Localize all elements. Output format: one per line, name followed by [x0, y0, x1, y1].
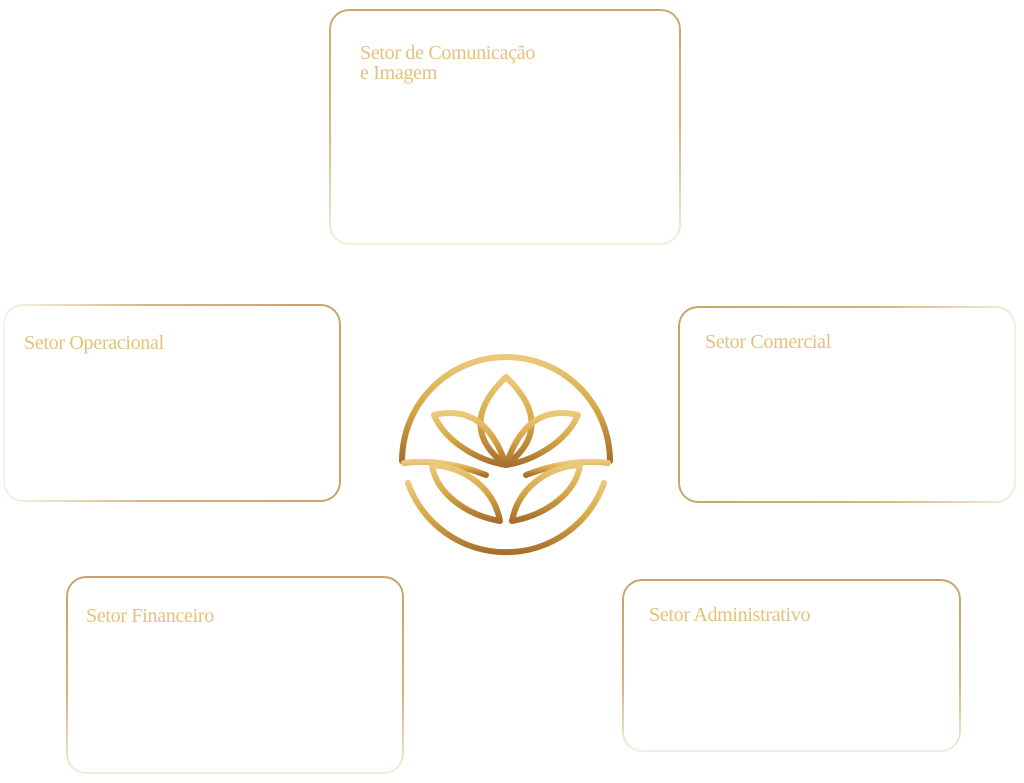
box-setor-operacional: Setor Operacional	[3, 304, 341, 502]
box-title-financeiro: Setor Financeiro	[86, 605, 214, 627]
box-setor-financeiro: Setor Financeiro	[66, 576, 404, 774]
box-title-operacional: Setor Operacional	[24, 332, 164, 354]
box-title-comunicacao: Setor de Comunicação e Imagem	[360, 42, 536, 84]
box-setor-comercial: Setor Comercial	[678, 306, 1016, 503]
box-title-comercial: Setor Comercial	[705, 331, 832, 353]
lotus-icon	[399, 354, 613, 556]
box-setor-comunicacao: Setor de Comunicação e Imagem	[329, 9, 681, 245]
box-title-administrativo: Setor Administrativo	[649, 604, 811, 626]
box-setor-administrativo: Setor Administrativo	[622, 579, 961, 752]
